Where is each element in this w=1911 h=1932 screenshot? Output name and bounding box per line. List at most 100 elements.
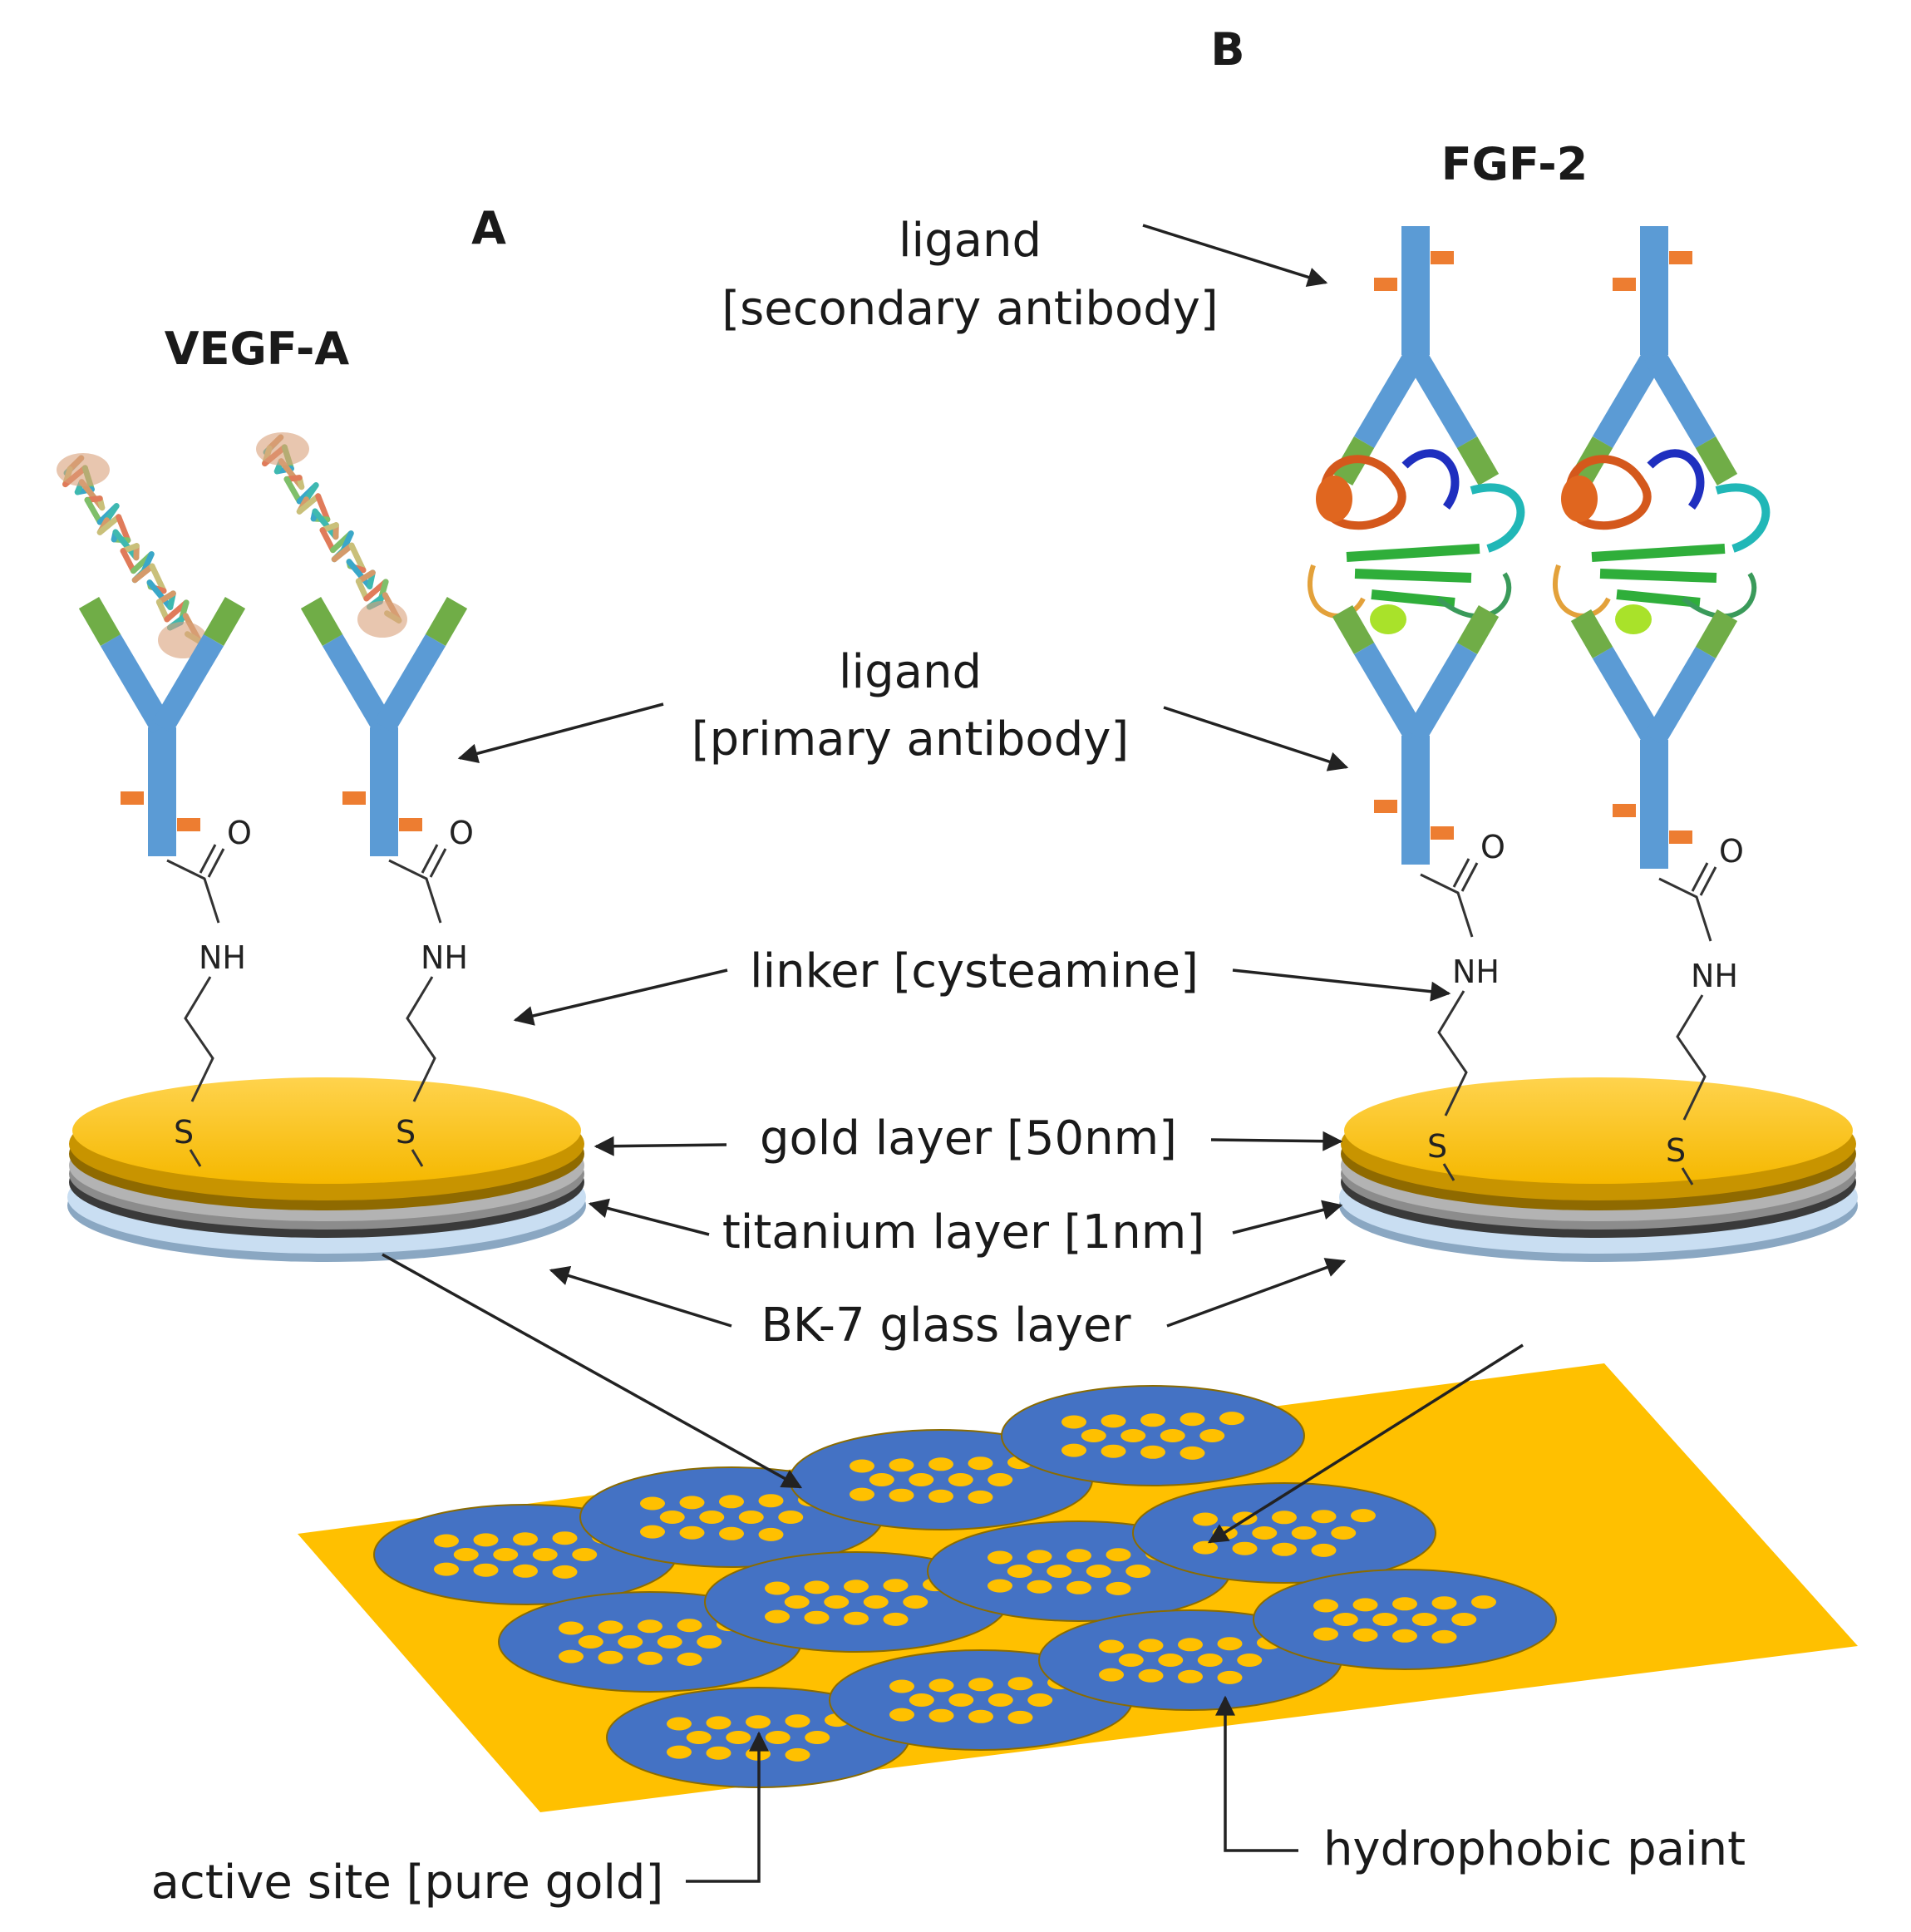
active-site [1219,1412,1244,1426]
antibody [78,596,246,856]
active-site [667,1745,692,1759]
oxygen-atom: O [1480,829,1505,865]
active-site [1272,1542,1297,1556]
active-site [844,1611,869,1625]
active-site [1140,1445,1165,1459]
active-site [578,1635,603,1649]
active-site [572,1548,598,1561]
active-site [618,1635,643,1649]
active-site [1180,1446,1205,1460]
active-site [889,1458,914,1472]
active-site [1332,1613,1358,1626]
sensor-spot [1001,1385,1305,1486]
active-site [1272,1511,1297,1525]
active-site [1178,1638,1203,1652]
amine-group: NH [421,939,468,976]
active-site [1138,1668,1164,1683]
vegf-a-protein [256,432,407,638]
antibody [300,596,468,856]
active-site [657,1635,682,1649]
active-site [928,1457,953,1471]
sensor-disk-a [67,1077,586,1262]
active-site [1027,1580,1052,1594]
sulfur-atom: S [174,1114,194,1151]
active-site [1027,1693,1053,1707]
active-site [1311,1510,1337,1524]
oxygen-atom: O [1719,833,1744,870]
active-site [1471,1595,1496,1609]
fgf-2-protein [1307,449,1525,634]
active-site [909,1473,934,1486]
active-site [473,1533,499,1547]
active-site [948,1473,973,1486]
amine-group: NH [199,939,246,976]
active-site [746,1715,771,1729]
active-site [1007,1677,1033,1691]
active-site [988,1550,1012,1565]
antibody [1332,226,1500,486]
active-site [1411,1613,1437,1626]
active-site [778,1511,804,1524]
active-site [738,1511,764,1524]
active-site [686,1731,712,1744]
active-site [1061,1415,1086,1429]
amine-group: NH [1452,954,1500,990]
active-site [532,1548,558,1561]
active-site [1160,1429,1185,1442]
active-site [785,1747,810,1762]
active-site [1352,1598,1378,1612]
active-site [598,1620,623,1634]
active-site [1118,1654,1144,1667]
active-site [869,1473,894,1486]
fgf-2-protein [1552,449,1771,634]
active-site [667,1717,692,1731]
active-site [1431,1596,1457,1610]
antibody [1332,604,1500,865]
active-site [638,1619,662,1634]
active-site [988,1693,1013,1707]
active-site [765,1731,791,1744]
vegf-a-protein [57,453,208,658]
titanium-layer-label: titanium layer [1nm] [722,1205,1204,1259]
active-site [552,1565,578,1579]
sensor-spot [1132,1482,1436,1584]
active-site [1451,1613,1477,1626]
active-site [968,1678,993,1692]
ligand-secondary-sublabel: [secondary antibody] [722,282,1219,336]
active-site [1291,1526,1317,1540]
active-site [677,1619,702,1633]
active-site [988,1473,1013,1486]
active-site [765,1581,790,1595]
active-site [1351,1509,1376,1523]
active-site [968,1490,993,1504]
active-site [883,1612,909,1626]
active-site [928,1489,953,1503]
sulfur-atom: S [396,1114,416,1151]
active-site [1106,1548,1131,1562]
sulfur-atom: S [1666,1132,1686,1169]
active-site [1193,1540,1218,1555]
sulfur-atom: S [1427,1128,1447,1165]
active-site [1099,1668,1124,1682]
active-site [706,1716,731,1730]
active-site [928,1708,954,1723]
active-site [1232,1541,1258,1555]
active-site [1066,1549,1091,1563]
active-site [1140,1413,1165,1427]
active-site [1352,1628,1378,1642]
active-site [1217,1670,1243,1684]
hydrophobic-paint-label: hydrophobic paint [1323,1822,1746,1876]
active-site [1217,1637,1243,1651]
active-site [699,1511,725,1524]
active-site [1392,1629,1417,1643]
active-site [598,1650,623,1664]
active-site [1252,1526,1278,1540]
glass-layer-label: BK-7 glass layer [761,1299,1132,1353]
active-site [928,1678,954,1693]
active-site [1193,1512,1218,1526]
active-site [883,1579,909,1593]
